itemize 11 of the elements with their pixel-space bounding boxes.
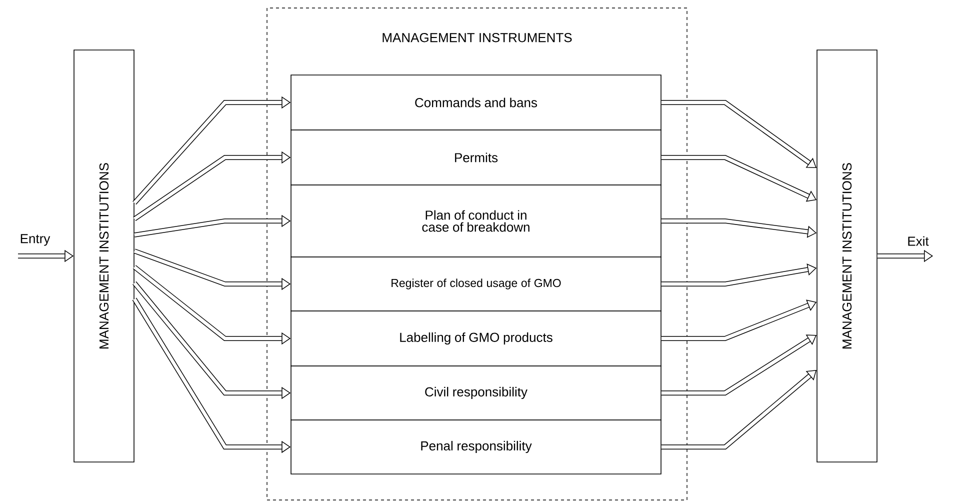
- instrument-box: Permits: [290, 130, 662, 186]
- instrument-box: Plan of conduct in case of breakdown: [290, 184, 662, 258]
- instrument-box: Labelling of GMO products: [290, 310, 662, 366]
- edge-label: Entry: [20, 234, 50, 246]
- institution-box: MANAGEMENT INSTITUTIONS: [74, 50, 134, 462]
- instrument-box: Penal responsibility: [290, 420, 662, 474]
- institution-box: MANAGEMENT INSTITUTIONS: [816, 50, 878, 462]
- instrument-box: Commands and bans: [290, 74, 662, 130]
- instrument-box: Civil responsibility: [290, 366, 662, 420]
- instrument-box: Register of closed usage of GMO: [290, 256, 662, 312]
- edge-label: Exit: [908, 236, 929, 246]
